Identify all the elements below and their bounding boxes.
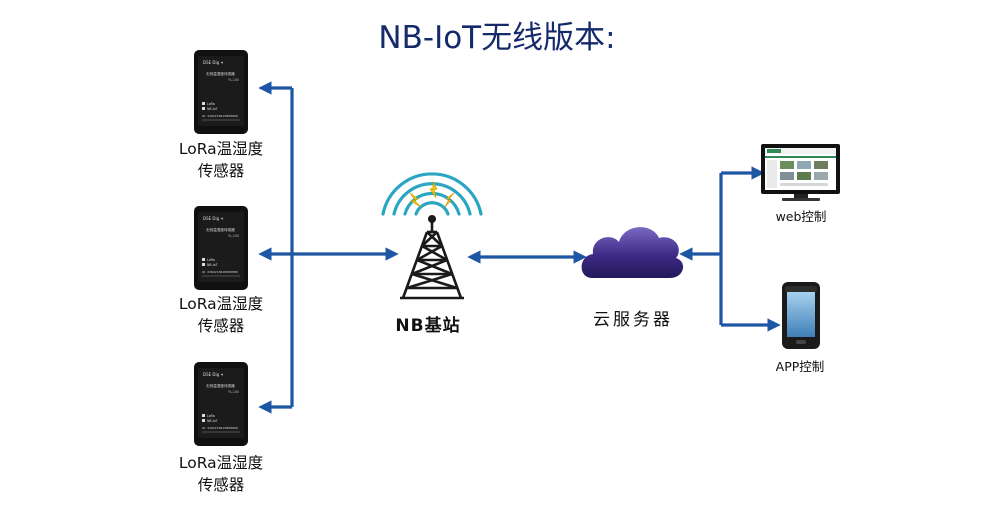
phone-home-button (796, 340, 806, 344)
sensor-checkbox-icon (202, 107, 205, 110)
sensor-screen (198, 368, 244, 438)
web-sidebar (767, 160, 777, 188)
tower-structure (400, 222, 464, 300)
sensor-checkbox-icon (202, 414, 205, 417)
web-header-bar (765, 148, 836, 154)
cloud-icon (581, 227, 684, 278)
sensor-screen-name: 无线温湿度传感器 (206, 71, 235, 76)
monitor-icon (761, 144, 840, 201)
web-logo (767, 149, 781, 153)
web-thumb (814, 172, 828, 180)
sensor-checkbox-icon (202, 419, 205, 422)
sensor-screen-opt1: LoRa (207, 102, 215, 106)
diagram-title: NB-IoT无线版本: (378, 20, 616, 56)
sensor-device-3: DSE Dig ✦ 无线温湿度传感器 YL-100 LoRa NB-IoT ID… (194, 362, 248, 446)
sensor-screen-opt2: NB-IoT (207, 419, 218, 423)
smartphone-icon (782, 282, 820, 349)
sensor-screen-header: DSE Dig ✦ (203, 372, 224, 377)
lightning-icon (409, 180, 455, 208)
sensor-label-3: LoRa温湿度 传感器 (156, 452, 286, 496)
sensor-screen (198, 56, 244, 126)
app-control-label: APP控制 (775, 359, 825, 374)
sensor-screen-opt1: LoRa (207, 258, 215, 262)
web-thumb (814, 161, 828, 169)
sensor-bus-connector (258, 81, 399, 414)
sensor-label-line2: 传感器 (197, 476, 245, 494)
cell-tower-icon (381, 172, 483, 300)
sensor-screen-id: ID: 4360218618888888 (202, 426, 238, 430)
cloud-server-label: 云服务器 (593, 310, 673, 330)
sensor-label-line1: LoRa温湿度 (178, 295, 264, 313)
sensor-label-2: LoRa温湿度 传感器 (156, 293, 286, 337)
sensor-label-line1: LoRa温湿度 (178, 140, 264, 158)
sensor-label-line1: LoRa温湿度 (178, 454, 264, 472)
web-thumb (797, 161, 811, 169)
sensor-checkbox-icon (202, 263, 205, 266)
sensor-checkbox-icon (202, 258, 205, 261)
sensor-screen-name: 无线温湿度传感器 (206, 227, 235, 232)
sensor-device-1: DSE Dig ✦ 无线温湿度传感器 YL-100 LoRa NB-IoT ID… (194, 50, 248, 134)
web-nav-bar (765, 156, 836, 158)
sensor-screen-name: 无线温湿度传感器 (206, 383, 235, 388)
sensor-label-1: LoRa温湿度 传感器 (156, 138, 286, 182)
sensor-screen-header: DSE Dig ✦ (203, 60, 224, 65)
sensor-screen-id: ID: 4360218618888888 (202, 114, 238, 118)
sensor-label-line2: 传感器 (197, 317, 245, 335)
sensor-screen (198, 212, 244, 282)
sensor-screen-header: DSE Dig ✦ (203, 216, 224, 221)
signal-waves-icon (381, 172, 483, 216)
sensor-device-2: DSE Dig ✦ 无线温湿度传感器 YL-100 LoRa NB-IoT ID… (194, 206, 248, 290)
web-footer (780, 183, 828, 186)
sensor-screen-model: YL-100 (228, 234, 239, 238)
nb-station-label: NB基站 (395, 316, 461, 336)
sensor-screen-opt2: NB-IoT (207, 107, 218, 111)
cloud-client-connector (679, 166, 781, 332)
web-control-label: web控制 (775, 209, 827, 224)
sensor-checkbox-icon (202, 102, 205, 105)
sensor-screen-opt2: NB-IoT (207, 263, 218, 267)
sensor-screen-model: YL-100 (228, 78, 239, 82)
antenna-tip (428, 215, 436, 223)
sensor-screen-id: ID: 4360218618888888 (202, 270, 238, 274)
monitor-neck (794, 194, 808, 198)
web-thumb (780, 172, 794, 180)
monitor-base (782, 198, 820, 201)
web-thumb (797, 172, 811, 180)
sensor-screen-model: YL-100 (228, 390, 239, 394)
phone-top-bezel (785, 286, 817, 292)
phone-screen (787, 292, 815, 337)
sensor-label-line2: 传感器 (197, 162, 245, 180)
sensor-screen-opt1: LoRa (207, 414, 215, 418)
web-thumb (780, 161, 794, 169)
